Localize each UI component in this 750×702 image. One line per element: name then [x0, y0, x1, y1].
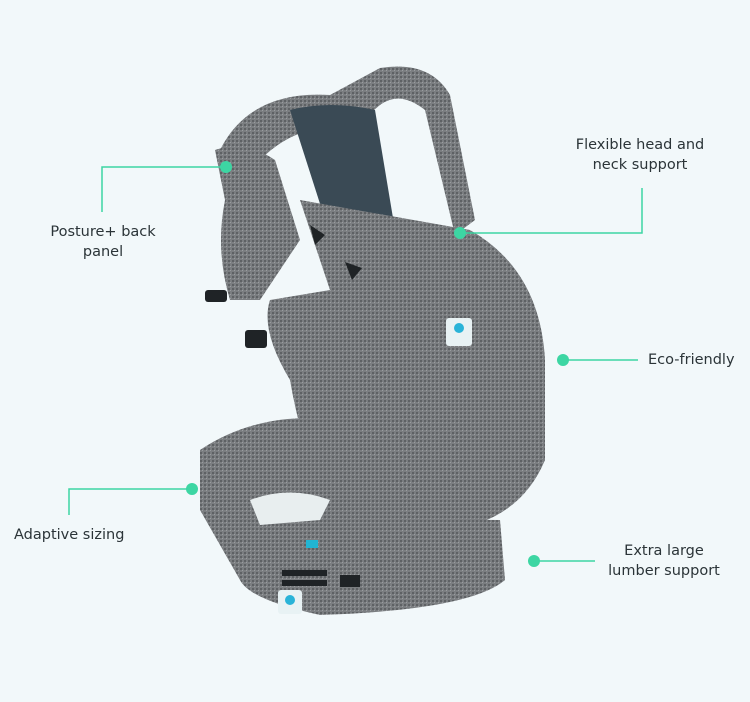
adaptive-leader-line [68, 488, 192, 515]
callout-eco: Eco-friendly [648, 350, 735, 370]
callout-text: Flexible head and [575, 137, 705, 153]
eco-dot-marker [557, 354, 569, 366]
callout-adaptive: Adaptive sizing [14, 525, 124, 545]
posture-dot-marker [220, 161, 232, 173]
lumbar-dot-marker [528, 555, 540, 567]
adaptive-dot-marker [186, 483, 198, 495]
callout-lumbar: Extra large lumber support [594, 541, 734, 581]
head-leader-line [460, 188, 643, 234]
callout-posture: Posture+ back panel [33, 222, 173, 262]
callout-text: Posture+ back [50, 224, 156, 240]
callout-text: neck support [592, 157, 688, 173]
callout-text: lumber support [608, 563, 720, 579]
baby-carrier [200, 66, 545, 615]
callout-text: Eco-friendly [648, 352, 735, 368]
callout-head: Flexible head and neck support [560, 135, 720, 175]
callout-text: Adaptive sizing [14, 527, 125, 543]
callout-text: panel [82, 244, 124, 260]
callout-lines [68, 166, 643, 562]
callout-text: Extra large [624, 543, 704, 559]
head-dot-marker [454, 227, 466, 239]
posture-leader-line [101, 166, 226, 212]
